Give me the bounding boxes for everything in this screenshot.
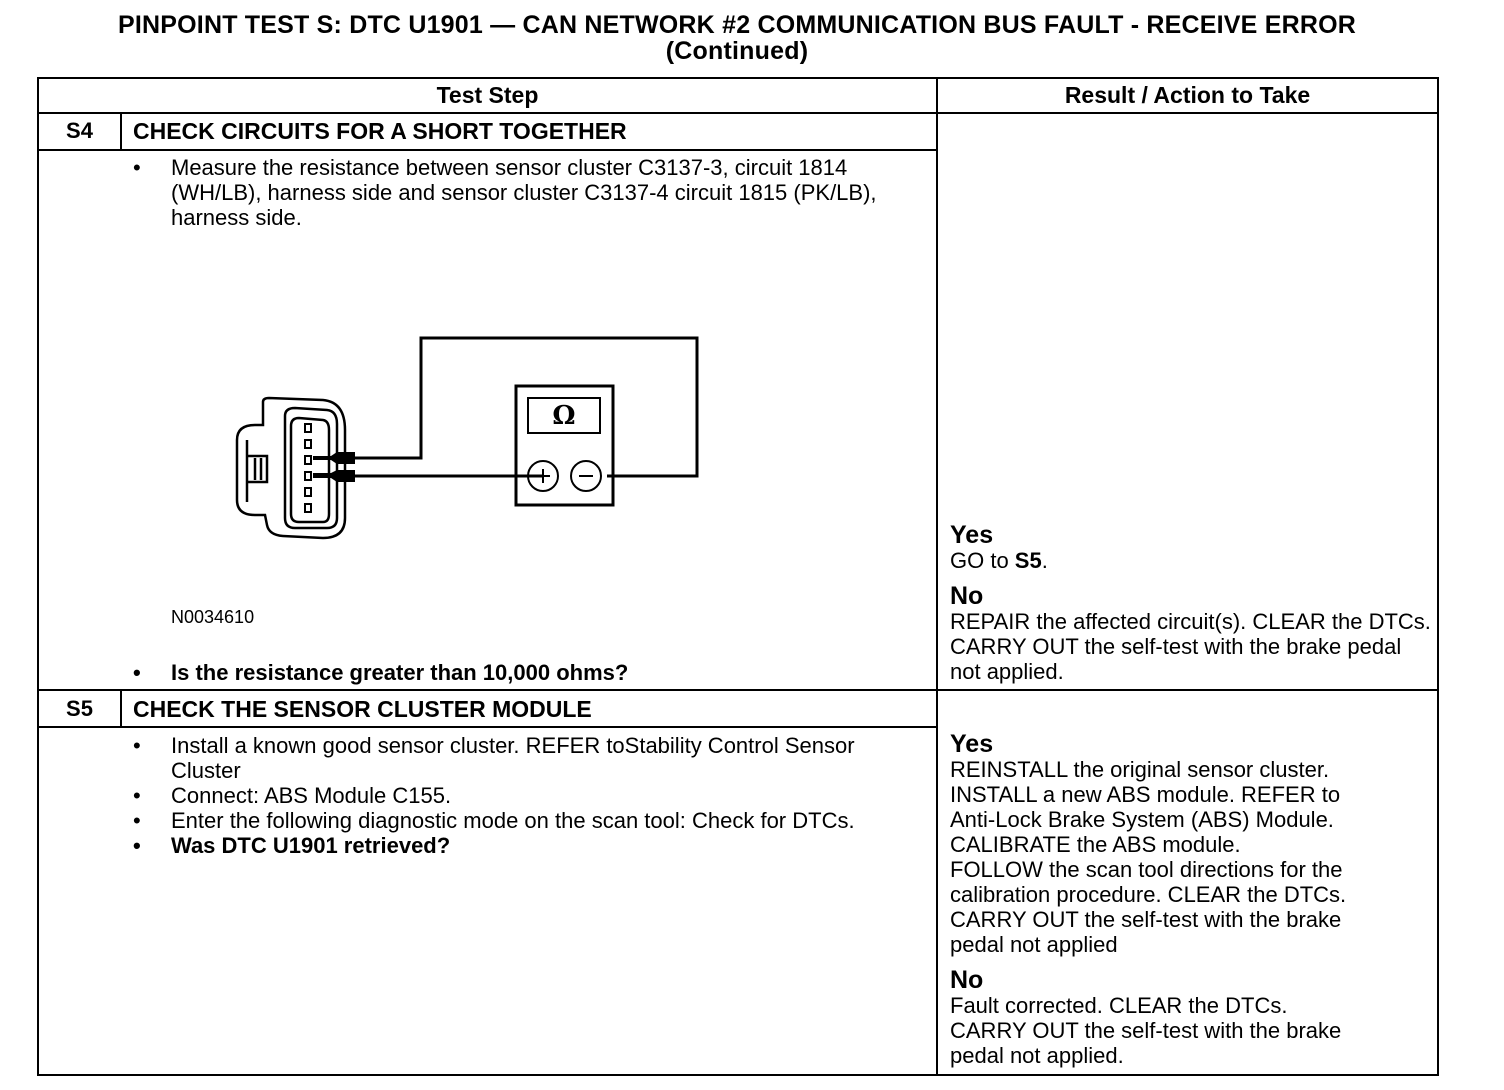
s4-question-list: Is the resistance greater than 10,000 oh… xyxy=(133,660,913,685)
connector-face xyxy=(283,406,339,530)
figure-id: N0034610 xyxy=(171,607,255,627)
connector-body xyxy=(235,396,347,540)
resistance-test-diagram: Ω xyxy=(235,336,699,540)
step-heading-s4: CHECK CIRCUITS FOR A SHORT TOGETHER xyxy=(133,118,627,144)
list-item: Was DTC U1901 retrieved? xyxy=(133,833,913,858)
s5-heading-divider xyxy=(37,726,938,728)
s4-instructions: Measure the resistance between sensor cl… xyxy=(133,155,913,230)
s5-no-action: Fault corrected. CLEAR the DTCs. CARRY O… xyxy=(950,993,1342,1068)
title-line-1: PINPOINT TEST S: DTC U1901 — CAN NETWORK… xyxy=(118,11,1356,39)
ohmmeter-display xyxy=(527,397,601,434)
header-row-divider xyxy=(37,112,1439,114)
probe-1 xyxy=(313,452,355,464)
list-item: Connect: ABS Module C155. xyxy=(133,783,913,808)
probe-2 xyxy=(313,470,355,482)
s5-result: Yes REINSTALL the original sensor cluste… xyxy=(950,731,1436,1068)
column-divider xyxy=(936,77,938,1076)
s5-no-label: No xyxy=(950,966,984,994)
list-item: Enter the following diagnostic mode on t… xyxy=(133,808,913,833)
terminal-3 xyxy=(304,455,312,465)
terminal-2 xyxy=(304,439,312,449)
test-table xyxy=(37,77,1439,1076)
s4-s5-divider xyxy=(37,689,1439,691)
terminal-5 xyxy=(304,487,312,497)
connector-latch xyxy=(247,454,269,484)
list-item: Is the resistance greater than 10,000 oh… xyxy=(133,660,913,685)
s4-no-action: REPAIR the affected circuit(s). CLEAR th… xyxy=(950,609,1431,684)
s4-yes-action: GO to S5. xyxy=(950,548,1048,573)
s4-heading-divider xyxy=(37,149,938,151)
positive-terminal-icon xyxy=(527,460,559,492)
s5-id-divider xyxy=(120,689,122,727)
step-id-s5: S5 xyxy=(66,696,93,721)
list-item: Install a known good sensor cluster. REF… xyxy=(133,733,913,783)
ohmmeter xyxy=(514,384,615,507)
header-result: Result / Action to Take xyxy=(1064,82,1311,108)
s5-yes-label: Yes xyxy=(950,730,994,758)
lead-negative xyxy=(355,336,699,478)
terminal-1 xyxy=(304,423,312,433)
ohm-symbol-icon: Ω xyxy=(552,401,575,431)
s4-yes-label: Yes xyxy=(950,521,994,549)
list-item: Measure the resistance between sensor cl… xyxy=(133,155,913,230)
s5-instructions: Install a known good sensor cluster. REF… xyxy=(133,733,913,858)
s4-no-label: No xyxy=(950,582,984,610)
step-heading-s5: CHECK THE SENSOR CLUSTER MODULE xyxy=(133,696,592,722)
terminal-6 xyxy=(304,503,312,513)
title-line-2: (Continued) xyxy=(665,37,809,65)
negative-terminal-icon xyxy=(570,460,602,492)
step-id-s4: S4 xyxy=(66,118,93,143)
s4-id-divider xyxy=(120,112,122,150)
page-title: PINPOINT TEST S: DTC U1901 — CAN NETWORK… xyxy=(0,12,1474,64)
s5-yes-action: REINSTALL the original sensor cluster. I… xyxy=(950,757,1347,957)
terminal-4 xyxy=(304,471,312,481)
header-test-step: Test Step xyxy=(436,82,539,108)
s4-result: Yes GO to S5. No REPAIR the affected cir… xyxy=(950,522,1436,684)
